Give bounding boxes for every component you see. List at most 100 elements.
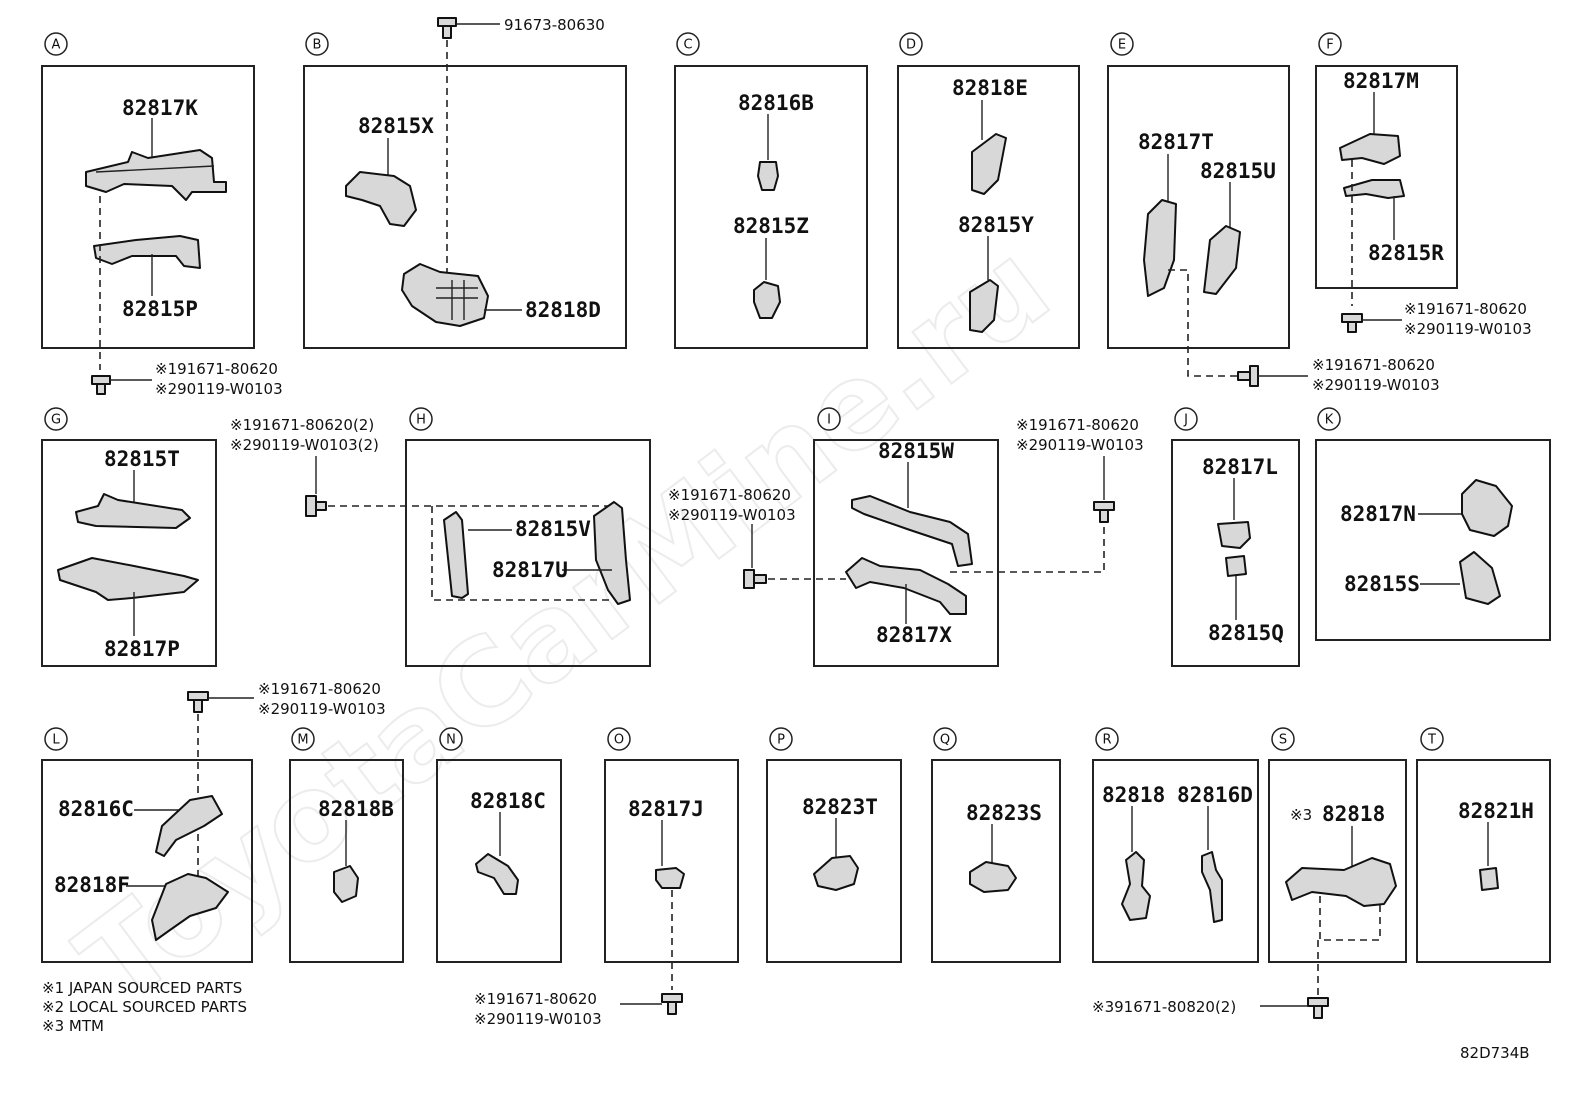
clip-82821h[interactable] [1479, 867, 1499, 891]
part-number-82817x[interactable]: 82817X [876, 623, 952, 647]
fastener-e-1[interactable]: ※191671-80620 [1312, 356, 1435, 374]
bracket-82818d[interactable] [401, 263, 489, 327]
panel-r-frame [1092, 759, 1259, 963]
bracket-82815t[interactable] [75, 493, 191, 529]
bracket-82818-mtm[interactable] [1285, 857, 1397, 907]
bracket-82817p[interactable] [57, 557, 199, 601]
fastener-h-2[interactable]: ※290119-W0103(2) [230, 436, 379, 454]
fastener-l-1[interactable]: ※191671-80620 [258, 680, 381, 698]
connector-82823s[interactable] [969, 861, 1017, 893]
bracket-82815w[interactable] [851, 495, 973, 567]
panel-c-frame [674, 65, 868, 349]
bracket-82818e[interactable] [971, 133, 1007, 195]
clip-82816b[interactable] [757, 161, 779, 191]
part-number-82816d[interactable]: 82816D [1177, 783, 1253, 807]
fastener-i-right-2[interactable]: ※290119-W0103 [1016, 436, 1144, 454]
part-number-82815y[interactable]: 82815Y [958, 213, 1034, 237]
bracket-82815x[interactable] [345, 171, 417, 227]
part-number-82815z[interactable]: 82815Z [733, 214, 809, 238]
part-number-82815q[interactable]: 82815Q [1208, 621, 1284, 645]
part-number-82815t[interactable]: 82815T [104, 447, 180, 471]
part-number-82818b[interactable]: 82818B [318, 797, 394, 821]
bracket-82817k[interactable] [85, 149, 227, 201]
fastener-e-2[interactable]: ※290119-W0103 [1312, 376, 1440, 394]
fastener-l-2[interactable]: ※290119-W0103 [258, 700, 386, 718]
fastener-o-1[interactable]: ※191671-80620 [474, 990, 597, 1008]
panel-b: B 91673-80630 82815X 82818D [303, 16, 627, 349]
part-number-82818f[interactable]: 82818F [54, 873, 130, 897]
bracket-82817n[interactable] [1461, 479, 1513, 537]
part-number-82815s[interactable]: 82815S [1344, 572, 1420, 596]
bracket-82817t[interactable] [1143, 199, 1177, 297]
part-number-82818e[interactable]: 82818E [952, 76, 1028, 100]
part-number-82815x[interactable]: 82815X [358, 114, 434, 138]
part-number-82817l[interactable]: 82817L [1202, 455, 1278, 479]
part-number-82818-mtm[interactable]: 82818 [1322, 802, 1385, 826]
part-number-82823s[interactable]: 82823S [966, 801, 1042, 825]
bracket-82817m[interactable] [1339, 133, 1401, 165]
clip-82817j[interactable] [655, 867, 685, 889]
clip-82818c[interactable] [475, 853, 519, 895]
panel-d: D 82818E 82815Y [897, 32, 1080, 349]
fastener-a-1[interactable]: ※191671-80620 [155, 360, 278, 378]
bracket-82818f[interactable] [151, 873, 229, 941]
panel-letter-e: E [1118, 38, 1126, 53]
note-3: ※3 MTM [42, 1017, 104, 1035]
part-number-82817m[interactable]: 82817M [1343, 69, 1419, 93]
panel-n-frame [436, 759, 562, 963]
panel-t-frame [1416, 759, 1551, 963]
part-number-82817t[interactable]: 82817T [1138, 130, 1214, 154]
part-number-82817k[interactable]: 82817K [122, 96, 198, 120]
panel-letter-r: R [1102, 733, 1111, 748]
fastener-f-2[interactable]: ※290119-W0103 [1404, 320, 1532, 338]
part-number-82815v[interactable]: 82815V [515, 517, 591, 541]
bracket-82816d[interactable] [1201, 851, 1223, 923]
bolt-icon [1093, 501, 1115, 523]
bracket-82815r[interactable] [1343, 179, 1405, 199]
bracket-82815u[interactable] [1203, 225, 1241, 295]
bracket-82816c[interactable] [155, 795, 223, 857]
fastener-o-2[interactable]: ※290119-W0103 [474, 1010, 602, 1028]
part-number-82816b[interactable]: 82816B [738, 91, 814, 115]
part-number-82815p[interactable]: 82815P [122, 297, 198, 321]
clip-82818b[interactable] [333, 865, 359, 903]
fastener-b-top[interactable]: 91673-80630 [504, 16, 605, 34]
part-number-82817u[interactable]: 82817U [492, 558, 568, 582]
part-number-82817j[interactable]: 82817J [628, 797, 704, 821]
part-number-82817p[interactable]: 82817P [104, 637, 180, 661]
fastener-i-left-2[interactable]: ※290119-W0103 [668, 506, 796, 524]
part-number-82817n[interactable]: 82817N [1340, 502, 1416, 526]
part-number-82815w[interactable]: 82815W [878, 439, 954, 463]
bracket-82815s[interactable] [1459, 551, 1501, 605]
part-number-82815u[interactable]: 82815U [1200, 159, 1276, 183]
fastener-h-1[interactable]: ※191671-80620(2) [230, 416, 374, 434]
panel-p-frame [766, 759, 902, 963]
part-number-82815r[interactable]: 82815R [1368, 241, 1444, 265]
fastener-s[interactable]: ※391671-80820(2) [1092, 998, 1236, 1016]
note-2: ※2 LOCAL SOURCED PARTS [42, 998, 247, 1016]
panel-a-frame [41, 65, 255, 349]
fastener-i-left-1[interactable]: ※191671-80620 [668, 486, 791, 504]
fastener-a-2[interactable]: ※290119-W0103 [155, 380, 283, 398]
part-number-82821h[interactable]: 82821H [1458, 799, 1534, 823]
fastener-i-right-1[interactable]: ※191671-80620 [1016, 416, 1139, 434]
panel-m-frame [289, 759, 404, 963]
part-number-82818d[interactable]: 82818D [525, 298, 601, 322]
clip-82815q[interactable] [1225, 555, 1247, 577]
clip-82817l[interactable] [1217, 521, 1251, 549]
part-number-82818c[interactable]: 82818C [470, 789, 546, 813]
part-number-82816c[interactable]: 82816C [58, 797, 134, 821]
part-number-82823t[interactable]: 82823T [802, 795, 878, 819]
fastener-f-1[interactable]: ※191671-80620 [1404, 300, 1527, 318]
panel-letter-j: J [1183, 413, 1188, 428]
bracket-82815p[interactable] [93, 235, 201, 269]
bracket-82818[interactable] [1121, 851, 1151, 921]
bracket-82815y[interactable] [969, 279, 999, 333]
part-number-82818[interactable]: 82818 [1102, 783, 1165, 807]
bolt-icon [91, 375, 111, 395]
panel-h-frame [405, 439, 651, 667]
connector-82823t[interactable] [813, 855, 859, 891]
bracket-82815v[interactable] [443, 511, 469, 599]
panel-s-frame [1268, 759, 1407, 963]
clip-82815z[interactable] [753, 281, 781, 319]
